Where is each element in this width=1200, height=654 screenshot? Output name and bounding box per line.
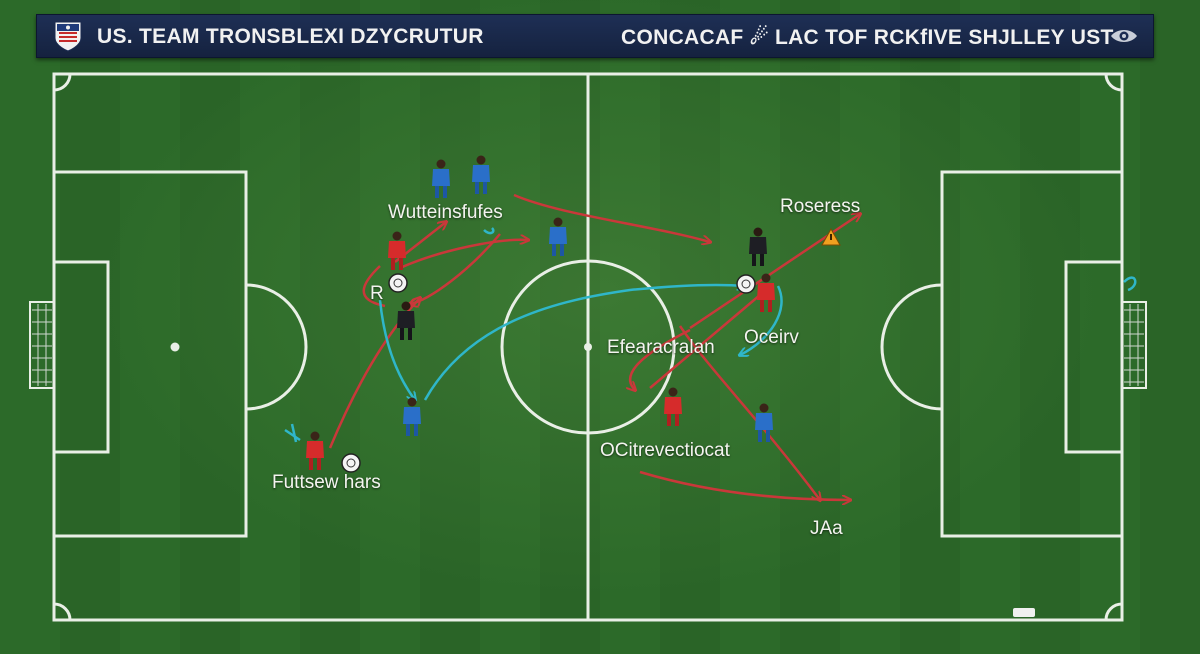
annotation-bottom-left: Futtsew hars (272, 472, 381, 493)
player-markers (306, 155, 775, 470)
player-red-icon (757, 273, 775, 312)
annotation-left-mid: R (370, 283, 384, 304)
match-header-bar: US. TEAM TRONSBLEXI DZYCRUTUR CONCACAF ☄… (36, 14, 1154, 58)
red-arrow-loop (362, 265, 386, 308)
ball-markers (341, 273, 756, 473)
player-blue-icon (403, 397, 421, 436)
red-arrow-run-4 (410, 233, 501, 304)
blue-arrow-hook (483, 227, 495, 235)
blue-arrow-pass-2 (378, 299, 415, 400)
blue-cross-mark (284, 423, 301, 443)
ball-icon (341, 453, 361, 473)
annotation-top-center: Wuttеinsfufes (388, 202, 503, 223)
blue-arrow-pass-3 (740, 285, 783, 355)
red-arrow-run-6 (630, 328, 691, 390)
player-blue-icon (432, 159, 450, 198)
blue-arrow-pass-1 (423, 285, 745, 401)
header-left-title: US. TEAM TRONSBLEXI DZYCRUTUR (97, 25, 484, 48)
left-goal (29, 301, 55, 389)
player-blue-icon (472, 155, 490, 194)
player-red-icon (664, 387, 682, 426)
red-arrow-run-2 (399, 240, 528, 270)
annotation-right-mid: Oceirv (744, 327, 799, 348)
annotation-bottom-center: OCitrevectioсat (600, 440, 730, 461)
header-right-title: CONCACAF ☄ LAC TOF RCKfIVE SHJLLEY UST (621, 26, 1114, 49)
player-blue-icon (549, 217, 567, 256)
player-red-icon (306, 431, 324, 470)
annotation-top-right: Roseress (780, 196, 861, 217)
eye-icon[interactable] (1109, 26, 1139, 46)
red-arrow-run-9 (639, 470, 850, 500)
red-arrow-run-10 (649, 294, 761, 389)
blue-movement-arrows (284, 227, 1137, 443)
blue-arrow-edge (1123, 276, 1137, 292)
warning-icon (821, 227, 841, 246)
annotation-center: Efearacralan (607, 337, 715, 358)
ball-icon (736, 274, 756, 294)
annotation-bottom-right: JAa (810, 518, 843, 539)
red-arrow-run-8 (678, 325, 820, 500)
team-crest-icon (54, 21, 82, 52)
player-red-icon (388, 231, 406, 270)
red-arrow-run-1 (513, 193, 710, 242)
scroll-handle[interactable] (1013, 608, 1035, 617)
red-arrow-run-7 (689, 214, 860, 330)
right-goal (1121, 301, 1147, 389)
left-penalty-spot (170, 342, 180, 352)
center-spot (584, 343, 592, 351)
ball-icon (388, 273, 408, 293)
player-dark-icon (749, 227, 767, 266)
